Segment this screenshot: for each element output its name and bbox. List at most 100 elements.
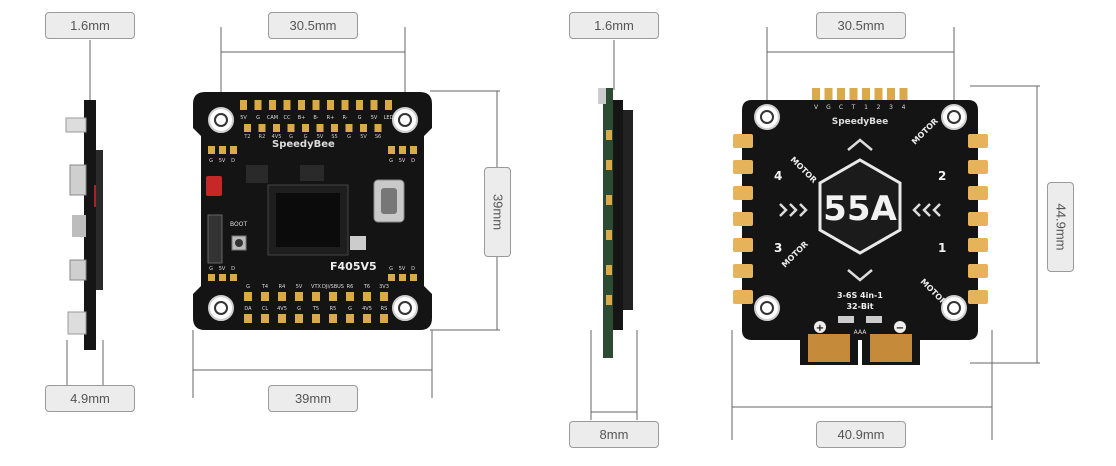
fc-right-pad-label: 5V	[399, 158, 406, 164]
fc-right-pad-label: D	[411, 158, 415, 164]
esc-height-text: 44.9mm	[1053, 203, 1068, 251]
esc-connector-pin-label: T	[851, 104, 856, 111]
fc-top-pad-label-row2: G	[304, 134, 308, 140]
fc-bottom-pad-label: 5V	[296, 284, 303, 290]
fc-top-pad-row2	[331, 124, 338, 132]
fc-top-pad	[269, 100, 276, 110]
esc-connector-pin-label: 3	[889, 104, 893, 111]
esc-motor-pad-left	[733, 186, 753, 200]
esc-connector-pad	[824, 88, 833, 100]
fc-left-bottom-pad-label: G	[209, 266, 213, 272]
esc-motor-pad-right	[968, 134, 988, 148]
esc-connector-pin-label: 1	[864, 104, 868, 111]
esc-motor-pad-right	[968, 212, 988, 226]
fc-right-bottom-pad-label: 5V	[399, 266, 406, 272]
fc-mount-spacing-label: 30.5mm	[268, 12, 358, 39]
fc-bottom-pad-row2	[329, 314, 337, 323]
fc-brand: SpeedyBee	[272, 139, 335, 150]
esc-motor-pad-left	[733, 134, 753, 148]
esc-motor-pad-right	[968, 264, 988, 278]
fc-top-pad-row2	[316, 124, 324, 132]
fc-top-pad-label-row2: G	[347, 134, 351, 140]
fc-bottom-pad	[363, 292, 371, 301]
esc-connector-pad	[812, 88, 820, 100]
esc-connector-pad	[887, 88, 895, 100]
fc-bottom-pad-row2	[380, 314, 388, 323]
fc-bottom-pad-label-row2: 4V5	[277, 306, 287, 312]
fc-right-pad	[399, 146, 406, 154]
motor-number-2: 2	[938, 169, 946, 183]
fc-top-pad	[254, 100, 262, 110]
fc-bottom-pad-row2	[278, 314, 286, 323]
fc-right-bottom-pad-label: G	[389, 266, 393, 272]
fc-bottom-pad-label: T4	[261, 284, 268, 290]
fc-bottom-pad-label-row2: G	[297, 306, 301, 312]
fc-top-pad	[356, 100, 363, 110]
esc-current-rating: 55A	[823, 189, 897, 229]
esc-connector-pin-label: 4	[902, 104, 906, 111]
fc-top-pad-label: 5V	[371, 115, 378, 121]
fc-top-pad-label-row2: S5	[331, 134, 337, 140]
esc-connector-pad	[837, 88, 845, 100]
esc-spec-line2: 32-Bit	[846, 302, 873, 311]
esc-spec-line1: 3-6S 4in-1	[837, 291, 883, 300]
fc-bottom-pad-label: R4	[279, 284, 286, 290]
fc-top-pad-label-row2: R2	[259, 134, 266, 140]
fc-top-pad-label: R-	[342, 115, 347, 121]
esc-connector-pin-label: 2	[877, 104, 881, 111]
fc-bottom-pad	[329, 292, 337, 301]
fc-top-pad-row2	[345, 124, 353, 132]
esc-motor-pad-left	[733, 160, 753, 174]
fc-side-thickness-label: 1.6mm	[45, 12, 135, 39]
fc-right-bottom-pad-label: D	[411, 266, 415, 272]
fc-left-bottom-pad-label: 5V	[219, 266, 226, 272]
fc-top-pad-label: B-	[313, 115, 318, 121]
esc-motor-pad-right	[968, 290, 988, 304]
esc-motor-pad-left	[733, 212, 753, 226]
fc-bottom-pad-row2	[295, 314, 303, 323]
fc-left-pad	[230, 146, 237, 154]
fc-top-pad-row2	[258, 124, 266, 132]
fc-top-pad-row2	[244, 124, 251, 132]
fc-right-pad-label: G	[389, 158, 393, 164]
esc-width-label: 40.9mm	[816, 421, 906, 448]
esc-connector-pad	[874, 88, 883, 100]
fc-bottom-pad-label: VTX	[311, 284, 321, 290]
fc-side-view	[65, 100, 103, 350]
motor-number-4: 4	[774, 169, 782, 183]
fc-top-pad-row2	[374, 124, 382, 132]
fc-bottom-pad-label-row2: RS	[381, 306, 388, 312]
fc-bottom-pad-label-row2: CL	[262, 306, 268, 312]
fc-top-pad	[240, 100, 247, 110]
fc-top-pad-label-row2: S6	[375, 134, 381, 140]
fc-left-pad	[219, 146, 226, 154]
fc-right-bottom-pad	[388, 274, 395, 281]
esc-connector-pad	[862, 88, 870, 100]
fc-top-pad-label: G	[358, 115, 362, 121]
esc-mount-spacing-label: 30.5mm	[816, 12, 906, 39]
esc-minus-sign: −	[896, 323, 904, 334]
fc-top-pad	[312, 100, 320, 110]
fc-top-pad-label: CAM	[267, 115, 278, 121]
fc-left-pad	[208, 146, 215, 154]
esc-motor-pad-left	[733, 238, 753, 252]
fc-bottom-pad	[278, 292, 286, 301]
fc-bottom-pad-row2	[346, 314, 354, 323]
fc-right-bottom-pad	[410, 274, 417, 281]
fc-left-bottom-pad	[230, 274, 237, 281]
fc-bottom-pad-label-row2: R5	[330, 306, 337, 312]
esc-connector-pad	[899, 88, 908, 100]
fc-top-pad-label: 5V	[240, 115, 247, 121]
fc-top-pad	[385, 100, 392, 110]
esc-connector-pin-label: V	[814, 104, 819, 111]
fc-top-pad-row2	[302, 124, 309, 132]
fc-bottom-pad-row2	[244, 314, 252, 323]
fc-top-pad-label-row2: 5V	[317, 134, 324, 140]
esc-motor-pad-left	[733, 264, 753, 278]
fc-top-pad-label-row2: 4V5	[272, 134, 282, 140]
fc-bottom-pad	[312, 292, 320, 301]
fc-height-label: 39mm	[484, 167, 511, 257]
fc-top-pad	[370, 100, 378, 110]
esc-connector-pad	[849, 88, 858, 100]
